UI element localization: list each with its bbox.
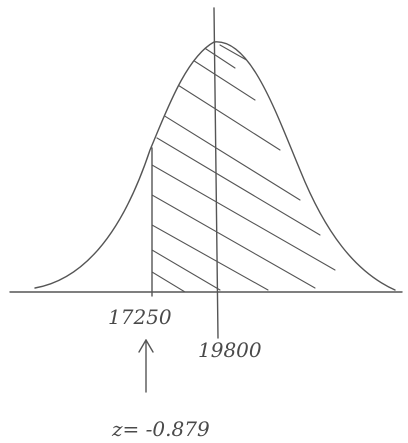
z-score-label: z= -0.879 [111,417,210,441]
arrow-up-icon [138,339,154,393]
shaded-region [152,44,336,292]
label-17250: 17250 [108,305,172,329]
label-19800: 19800 [198,338,262,362]
